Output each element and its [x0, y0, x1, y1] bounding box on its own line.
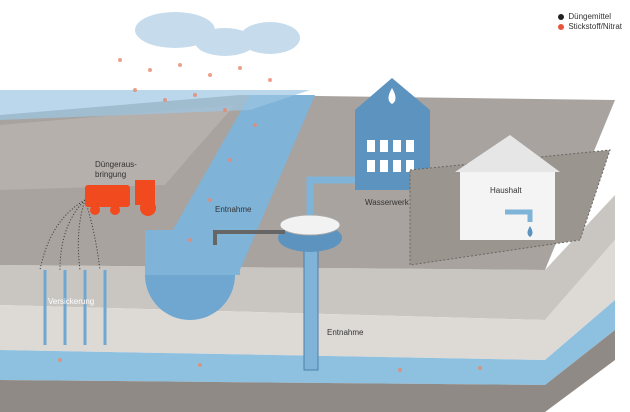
- well-shaft: [303, 249, 319, 371]
- faucet-icon: [505, 209, 533, 222]
- label-extraction-bottom: Entnahme: [327, 328, 364, 337]
- label-fertilizer-line2: bringung: [95, 170, 127, 179]
- legend-item-nitrate: Stickstoff/Nitrat: [558, 22, 622, 32]
- bedrock-layer: [0, 330, 615, 412]
- infiltration-arrows: [43, 270, 107, 345]
- label-household: Haushalt: [490, 186, 522, 195]
- label-fertilizer: Düngeraus- bringung: [95, 160, 137, 180]
- tractor-icon: [85, 180, 156, 216]
- nitrate-particles: [58, 58, 482, 372]
- cloud-icon: [135, 12, 300, 56]
- legend: Düngemittel Stickstoff/Nitrat: [558, 12, 622, 32]
- soil-layer-middle: [0, 240, 615, 360]
- label-infiltration: Versickerung: [48, 297, 95, 306]
- aquifer-layer: [0, 300, 615, 385]
- pipe-to-river: [213, 230, 285, 245]
- orange-dot-icon: [558, 24, 565, 30]
- household-building: [455, 135, 560, 240]
- label-waterworks: Wasserwerk: [365, 198, 409, 207]
- field-left: [0, 105, 235, 190]
- label-fertilizer-line1: Düngeraus-: [95, 160, 137, 169]
- black-dot-icon: [558, 14, 565, 20]
- water-drop-icon: [527, 226, 533, 237]
- river: [150, 95, 315, 270]
- water-surface-top: [0, 90, 310, 120]
- legend-item-fertilizer: Düngemittel: [558, 12, 622, 22]
- water-drop-icon: [388, 88, 396, 104]
- label-extraction-top: Entnahme: [215, 205, 252, 214]
